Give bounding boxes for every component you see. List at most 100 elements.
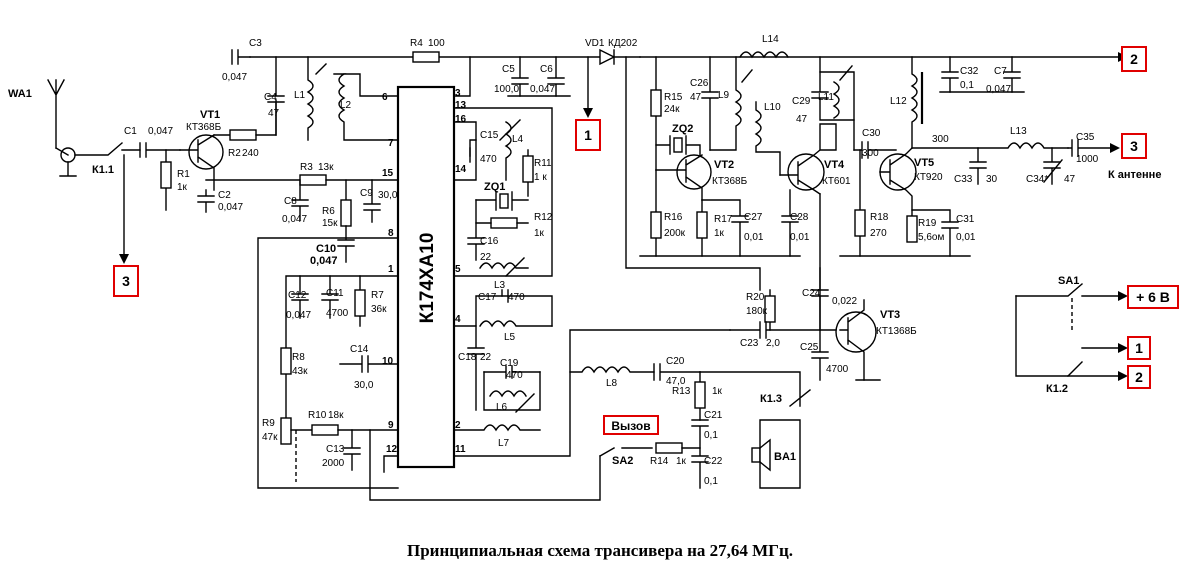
r9-ref: R9 [262,418,275,429]
vt1-type: КТ368Б [186,122,222,133]
r10-ref: R10 [308,410,327,421]
ic-pin-3: 3 [455,88,461,99]
r13-symbol [694,381,706,409]
r20-ref: R20 [746,292,765,303]
ic-pin-13: 13 [455,100,467,111]
antenna-ground [55,147,77,177]
k12-ref: К1.2 [1046,383,1068,395]
c30-symbol [853,141,897,159]
r16-ref: R16 [664,212,683,223]
c18-ref: C18 [458,352,477,363]
vt1-leads [179,134,215,191]
marker-1-right [1127,336,1151,360]
c23-ref: C23 [740,338,759,349]
c2-symbol [197,189,215,213]
l6-tune [515,393,535,413]
c19-symbol [483,365,541,379]
r7-ref: R7 [371,290,384,301]
ic-pin-1: 1 [388,264,394,275]
c20-value: 47,0 [666,376,686,387]
c8-ref: C8 [284,196,297,207]
marker-3-right-text: 3 [1130,138,1138,154]
r11-ref: R11 [534,158,552,169]
r4-value: 100 [428,38,445,49]
r16-symbol [650,211,662,239]
marker-3-left [113,265,139,297]
ic-pin-2: 2 [455,420,461,431]
c22-ref: C22 [704,456,723,467]
c7-ref: C7 [994,66,1007,77]
marker-3-right [1121,133,1147,159]
call-button-box[interactable] [603,415,659,435]
l11-symbol [832,81,840,119]
marker-2-top-text: 2 [1130,51,1138,67]
c32-symbol [941,56,959,93]
r16-value: 200к [664,228,686,239]
c5-value: 100,0 [494,84,519,95]
c33-value: 30 [986,174,998,185]
pin11-ground [383,455,399,473]
c22-value: 0,1 [704,476,718,487]
r12-symbol [490,217,518,229]
vt2-leads [655,154,703,201]
vd1-type: КД202 [608,38,638,49]
c4-value: 47 [268,108,280,119]
c5-symbol [511,56,529,97]
c35-ref: C35 [1076,132,1095,143]
c2-ref: C2 [218,190,231,201]
c8-value: 0,047 [282,214,307,225]
c9-ref: C9 [360,188,373,199]
r8-ref: R8 [292,352,305,363]
vt3-leads [839,299,865,381]
r17-symbol [696,211,708,239]
c4-symbol [267,56,285,136]
c21-value: 0,1 [704,430,718,441]
l2-top-wire [343,73,399,97]
r3-ref: R3 [300,162,313,173]
c14-value: 30,0 [354,380,374,391]
vt3-ref: VT3 [880,309,900,321]
r14-symbol [655,442,683,454]
diagram-caption: Принципиальная схема трансивера на 27,64… [407,541,793,560]
r9-symbol [280,417,292,445]
c34-value: 47 [1064,174,1076,185]
pin8-loop [257,237,399,489]
pin9-bottom-wire [369,429,601,501]
c2-value: 0,047 [218,202,243,213]
l6-loop [483,371,541,411]
antenna-ref: WA1 [8,88,32,100]
r2-symbol [229,129,257,141]
l3-symbol [479,262,529,270]
c26-value: 47 [690,92,702,103]
c8-symbol [291,179,309,221]
l7-symbol [453,424,541,432]
ic-pin-5: 5 [455,264,461,275]
l3-tune [505,257,525,277]
sa1-wire [1015,283,1121,297]
r14-value: 1к [676,456,687,467]
marker-1-top-text: 1 [584,127,592,143]
zq1-ref: ZQ1 [484,181,505,193]
c4-ref: C4 [264,92,277,103]
l11-link [819,123,837,151]
out-arrow [1110,143,1120,153]
ic-pin-7: 7 [388,138,394,149]
marker-2-top [1121,46,1147,72]
vt5-leads [879,147,913,211]
c30-ref: C30 [862,128,881,139]
c20-ref: C20 [666,356,685,367]
r15-symbol [650,89,662,117]
c11-ref: C11 [326,288,344,299]
marker-1-top [575,119,601,151]
c14-ref: C14 [350,344,369,355]
r11-value: 1 к [534,172,547,183]
marker-1-right-text: 1 [1135,340,1143,356]
c5-ref: C5 [502,64,515,75]
ic-pin-9: 9 [388,420,394,431]
r4-symbol [412,51,440,63]
antenna-out-label: К антенне [1108,169,1161,181]
c17-value: 470 [508,292,525,303]
marker-supply [1127,285,1179,309]
call-button-label[interactable]: Вызов [611,419,650,433]
r17-ref: R17 [714,214,733,225]
